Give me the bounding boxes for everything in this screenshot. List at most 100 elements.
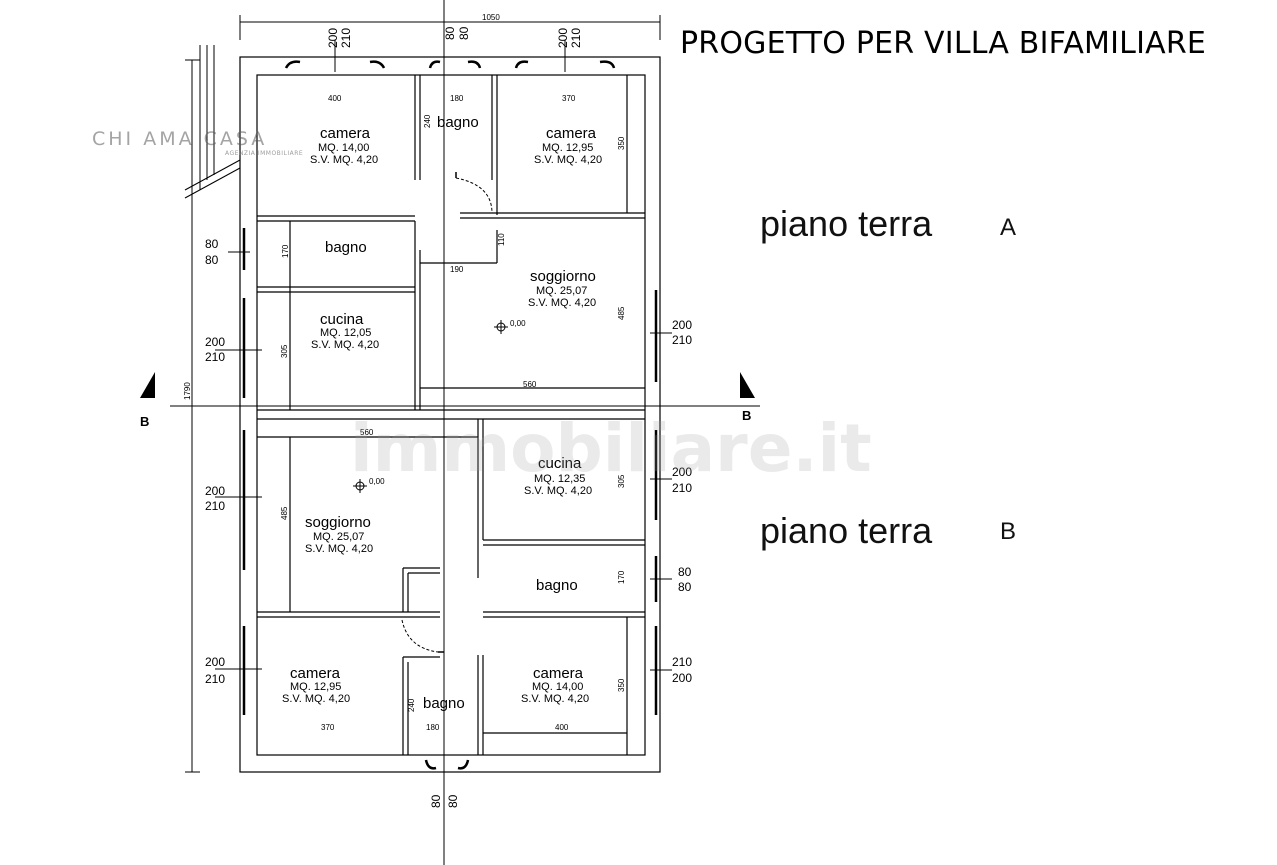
svg-text:bagno: bagno [423, 695, 465, 712]
svg-text:80: 80 [446, 794, 460, 808]
svg-text:180: 180 [426, 723, 440, 732]
svg-text:110: 110 [497, 233, 506, 246]
room-a-soggiorno: soggiorno MQ. 25,07 S.V. MQ. 4,20 [528, 268, 596, 309]
svg-text:305: 305 [280, 344, 289, 358]
svg-text:200: 200 [205, 655, 225, 669]
svg-text:350: 350 [617, 136, 626, 150]
door-leaves [438, 172, 457, 653]
room-a-bagno-2: bagno [325, 239, 367, 256]
svg-text:210: 210 [205, 350, 225, 364]
svg-text:210: 210 [205, 672, 225, 686]
svg-text:400: 400 [328, 94, 342, 103]
svg-text:200: 200 [205, 484, 225, 498]
svg-text:80: 80 [429, 794, 443, 808]
svg-text:S.V. MQ. 4,20: S.V. MQ. 4,20 [524, 485, 592, 497]
svg-text:camera: camera [290, 665, 341, 682]
svg-text:210: 210 [672, 333, 692, 347]
svg-text:200: 200 [672, 465, 692, 479]
portal-watermark: immobiliare.it [350, 410, 872, 487]
svg-text:MQ. 12,35: MQ. 12,35 [534, 473, 585, 485]
svg-text:370: 370 [321, 723, 335, 732]
svg-text:210: 210 [672, 481, 692, 495]
room-b-cucina: cucina MQ. 12,35 S.V. MQ. 4,20 [524, 455, 592, 497]
level-marker-a: 0,00 [494, 319, 526, 334]
svg-text:485: 485 [617, 306, 626, 320]
svg-text:cucina: cucina [320, 311, 364, 328]
svg-text:305: 305 [617, 474, 626, 488]
svg-text:210: 210 [672, 655, 692, 669]
section-marker-right: B [740, 372, 755, 423]
svg-text:80: 80 [443, 26, 457, 40]
interior-walls [257, 75, 645, 755]
svg-text:560: 560 [523, 380, 537, 389]
dimension-labels: 1050 200 210 80 80 200 210 400 180 370 2… [183, 13, 692, 808]
svg-text:1790: 1790 [183, 382, 192, 400]
svg-text:200: 200 [205, 335, 225, 349]
svg-text:B: B [742, 408, 751, 423]
svg-text:400: 400 [555, 723, 569, 732]
svg-text:0,00: 0,00 [510, 319, 526, 328]
svg-text:MQ. 14,00: MQ. 14,00 [318, 142, 369, 154]
svg-text:S.V. MQ. 4,20: S.V. MQ. 4,20 [310, 154, 378, 166]
room-b-camera-1: camera MQ. 12,95 S.V. MQ. 4,20 [282, 665, 350, 705]
plan-title: PROGETTO PER VILLA BIFAMILIARE [680, 26, 1207, 61]
svg-text:180: 180 [450, 94, 464, 103]
svg-text:190: 190 [450, 265, 464, 274]
room-a-camera-1: camera MQ. 14,00 S.V. MQ. 4,20 [310, 125, 378, 166]
svg-text:bagno: bagno [536, 577, 578, 594]
svg-text:200: 200 [672, 318, 692, 332]
svg-text:80: 80 [678, 565, 692, 579]
room-b-bagno-2: bagno [423, 695, 465, 712]
svg-text:485: 485 [280, 506, 289, 520]
level-letter-a: A [1000, 214, 1017, 241]
svg-text:80: 80 [678, 580, 692, 594]
svg-text:MQ. 12,95: MQ. 12,95 [290, 681, 341, 693]
svg-text:S.V. MQ. 4,20: S.V. MQ. 4,20 [534, 154, 602, 166]
svg-text:bagno: bagno [437, 114, 479, 131]
door-swings [401, 177, 493, 653]
svg-text:MQ. 25,07: MQ. 25,07 [313, 531, 364, 543]
room-b-bagno-1: bagno [536, 577, 578, 594]
svg-text:MQ. 14,00: MQ. 14,00 [532, 681, 583, 693]
room-a-camera-2: camera MQ. 12,95 S.V. MQ. 4,20 [534, 125, 602, 166]
svg-text:200: 200 [326, 28, 340, 48]
section-marker-left: B [140, 372, 155, 429]
exterior-walls [239, 56, 661, 773]
svg-text:camera: camera [320, 125, 371, 142]
windows [242, 60, 658, 770]
svg-text:350: 350 [617, 678, 626, 692]
svg-text:S.V. MQ. 4,20: S.V. MQ. 4,20 [282, 693, 350, 705]
agency-watermark: CHI AMA CASA [92, 128, 268, 150]
svg-text:S.V. MQ. 4,20: S.V. MQ. 4,20 [521, 693, 589, 705]
room-a-bagno-1: bagno [437, 114, 479, 131]
room-a-cucina: cucina MQ. 12,05 S.V. MQ. 4,20 [311, 311, 379, 351]
svg-text:210: 210 [569, 28, 583, 48]
level-marker-b: 0,00 [353, 477, 385, 493]
svg-text:370: 370 [562, 94, 576, 103]
svg-text:210: 210 [339, 28, 353, 48]
svg-text:200: 200 [672, 671, 692, 685]
room-b-soggiorno: soggiorno MQ. 25,07 S.V. MQ. 4,20 [305, 514, 373, 555]
svg-text:80: 80 [205, 237, 219, 251]
svg-text:camera: camera [533, 665, 584, 682]
svg-text:soggiorno: soggiorno [305, 514, 371, 531]
svg-text:560: 560 [360, 428, 374, 437]
svg-text:210: 210 [205, 499, 225, 513]
svg-text:bagno: bagno [325, 239, 367, 256]
svg-text:S.V. MQ. 4,20: S.V. MQ. 4,20 [311, 339, 379, 351]
svg-text:240: 240 [423, 114, 432, 128]
svg-text:S.V. MQ. 4,20: S.V. MQ. 4,20 [305, 543, 373, 555]
level-label-a: piano terra [760, 203, 933, 244]
svg-text:170: 170 [281, 244, 290, 258]
svg-text:200: 200 [556, 28, 570, 48]
svg-text:1050: 1050 [482, 13, 500, 22]
room-b-camera-2: camera MQ. 14,00 S.V. MQ. 4,20 [521, 665, 589, 705]
svg-text:cucina: cucina [538, 455, 582, 472]
level-letter-b: B [1000, 518, 1017, 545]
svg-text:170: 170 [617, 570, 626, 584]
svg-text:soggiorno: soggiorno [530, 268, 596, 285]
svg-text:MQ. 25,07: MQ. 25,07 [536, 285, 587, 297]
svg-text:B: B [140, 414, 149, 429]
svg-text:240: 240 [407, 698, 416, 712]
